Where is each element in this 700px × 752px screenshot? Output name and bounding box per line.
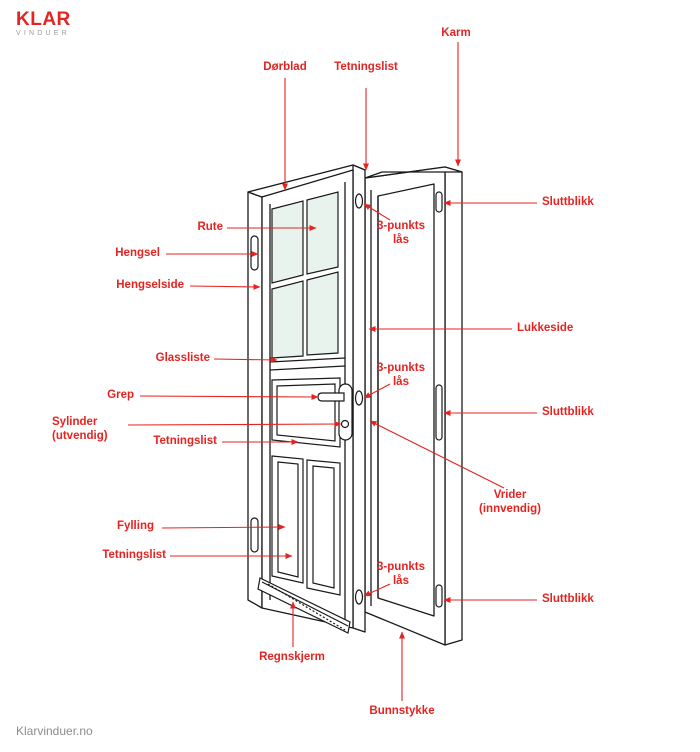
brand-logo: KLAR VINDUER — [16, 10, 71, 37]
label-sluttblikk-top: Sluttblikk — [542, 196, 594, 208]
label-tetningslist-mid: Tetningslist — [153, 435, 217, 447]
label-lock-low: 3-punkts lås — [377, 561, 425, 587]
lower-panels — [271, 455, 341, 596]
label-sluttblikk-mid: Sluttblikk — [542, 406, 594, 418]
label-tetningslist-top: Tetningslist — [334, 61, 398, 73]
label-hengsel: Hengsel — [115, 247, 160, 259]
callout-lines — [127, 42, 537, 701]
footer-url: Klarvinduer.no — [16, 724, 93, 738]
middle-panel — [271, 377, 341, 448]
label-sluttblikk-low: Sluttblikk — [542, 593, 594, 605]
door-frame — [364, 166, 463, 646]
label-lock-top: 3-punkts lås — [377, 220, 425, 246]
rain-deflector — [257, 577, 351, 634]
label-grep: Grep — [107, 389, 134, 401]
label-dorblad: Dørblad — [263, 61, 307, 73]
label-rute: Rute — [197, 221, 223, 233]
label-karm: Karm — [441, 27, 471, 39]
label-fylling: Fylling — [116, 520, 154, 532]
brand-logo-text: KLAR — [16, 9, 71, 30]
glass-panes — [271, 191, 339, 359]
lock-bolts — [354, 193, 364, 605]
brand-logo-subtext: VINDUER — [16, 30, 70, 37]
label-bunnstykke: Bunnstykke — [369, 705, 435, 717]
label-lock-mid: 3-punkts lås — [377, 362, 425, 388]
handle — [317, 383, 353, 441]
label-vrider: Vrider (innvendig) — [479, 489, 541, 515]
label-tetningslist-low: Tetningslist — [102, 549, 166, 561]
label-sylinder: Sylinder (utvendig) — [52, 416, 108, 442]
label-glassliste: Glassliste — [155, 352, 210, 364]
label-lukkeside: Lukkeside — [517, 322, 574, 334]
label-regnskjerm: Regnskjerm — [259, 651, 325, 663]
label-hengselside: Hengselside — [116, 279, 184, 291]
strike-plates — [435, 191, 443, 608]
